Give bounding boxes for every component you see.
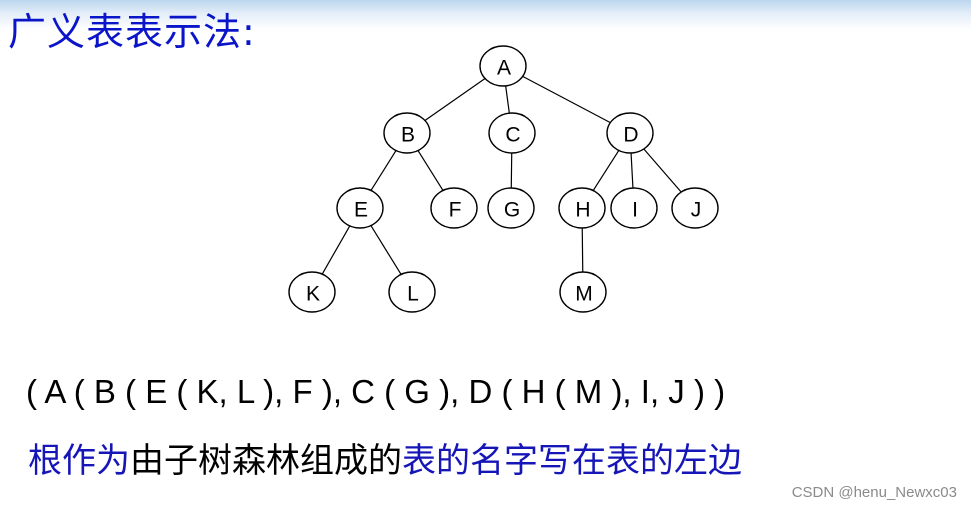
edge-a-b: [424, 78, 486, 121]
node-circle-a: [479, 45, 527, 87]
tree-node-g: G: [487, 187, 535, 229]
node-circle-j: [671, 187, 719, 229]
node-label-f: F: [449, 199, 462, 222]
node-circle-g: [487, 187, 535, 229]
node-circle-f: [430, 187, 478, 229]
edge-h-m: [581, 227, 584, 273]
edge-e-l: [370, 225, 402, 275]
edge-d-i: [630, 152, 634, 189]
tree-node-m: M: [559, 271, 607, 313]
node-label-k: K: [306, 283, 320, 306]
node-label-e: E: [354, 199, 368, 222]
node-circle-m: [559, 271, 607, 313]
node-label-b: B: [401, 124, 415, 147]
node-label-m: M: [575, 283, 593, 306]
node-circle-h: [558, 187, 606, 229]
tree-node-c: C: [488, 112, 536, 154]
generalized-list-notation: ( A ( B ( E ( K, L ), F ), C ( G ), D ( …: [26, 373, 726, 410]
node-circle-k: [288, 271, 336, 313]
node-label-j: J: [691, 199, 702, 222]
node-circle-i: [610, 187, 658, 229]
tree-node-h: H: [558, 187, 606, 229]
node-circle-e: [336, 187, 384, 229]
caption-part-2: 由子树森林组成的: [130, 441, 402, 481]
tree-node-j: J: [671, 187, 719, 229]
tree-node-k: K: [288, 271, 336, 313]
tree-edges: [321, 75, 682, 275]
tree-node-e: E: [336, 187, 384, 229]
tree-node-f: F: [430, 187, 478, 229]
caption: 根作为由子树森林组成的表的名字写在表的左边: [28, 438, 742, 484]
node-label-h: H: [575, 199, 590, 222]
node-label-i: I: [632, 199, 638, 222]
edge-a-c: [505, 85, 510, 114]
header-band: [0, 0, 971, 30]
tree-nodes: A B C D E F G H I J K L M: [288, 45, 719, 313]
node-label-l: L: [407, 283, 419, 306]
tree-node-i: I: [610, 187, 658, 229]
watermark: CSDN @henu_Newxc03: [791, 484, 957, 501]
caption-part-3: 表的名字写在表的左边: [402, 441, 742, 481]
node-label-d: D: [623, 124, 638, 147]
tree-node-d: D: [606, 112, 654, 154]
tree-node-a: A: [479, 45, 527, 87]
tree-node-b: B: [383, 112, 431, 154]
node-circle-c: [488, 112, 536, 154]
node-circle-l: [388, 271, 436, 313]
node-label-g: G: [504, 199, 520, 222]
edge-b-f: [417, 150, 444, 191]
node-circle-b: [383, 112, 431, 154]
tree-node-l: L: [388, 271, 436, 313]
node-label-a: A: [497, 57, 511, 80]
caption-part-1: 根作为: [28, 441, 130, 481]
edge-b-e: [370, 150, 397, 191]
edge-a-d: [522, 75, 611, 124]
slide-title: 广义表表示法:: [8, 10, 256, 54]
node-circle-d: [606, 112, 654, 154]
node-label-c: C: [505, 124, 520, 147]
edge-e-k: [321, 225, 351, 275]
edge-d-h: [592, 150, 620, 191]
edge-d-j: [643, 148, 682, 193]
